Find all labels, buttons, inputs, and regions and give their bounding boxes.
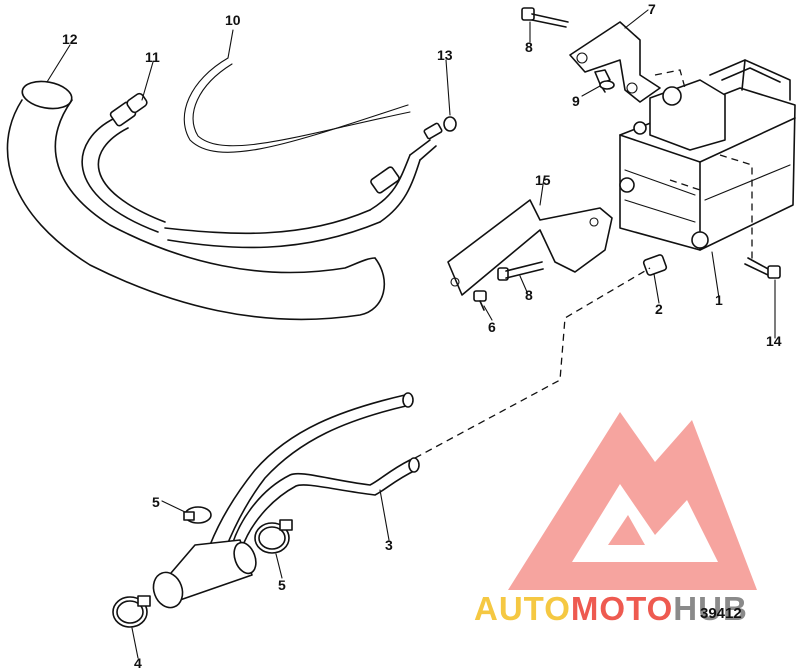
part-5-clamp-large: [254, 519, 293, 554]
dashed-connection-lines: [414, 69, 753, 459]
part-14-bolt: [744, 257, 781, 279]
callout-3: 3: [385, 537, 393, 553]
part-9-screw: [594, 69, 615, 93]
callout-6: 6: [488, 319, 496, 335]
part-15-bracket: [447, 199, 613, 296]
callout-5-small-clamp: 5: [152, 494, 160, 510]
callout-9: 9: [572, 93, 580, 109]
watermark-text-hub: HUB: [673, 590, 748, 627]
callout-10: 10: [225, 12, 241, 28]
callout-labels: 1 2 3 4 5 5 6 7 8 8 9 10 11 12 13 14 15: [62, 1, 782, 670]
callout-4: 4: [134, 655, 142, 670]
watermark-triangle-mark: [508, 412, 757, 590]
leader-lines: [46, 9, 776, 659]
callout-15: 15: [535, 172, 551, 188]
part-12-large-hose: [6, 80, 386, 321]
part-1-module-assembly: [619, 59, 796, 251]
callout-8-middle: 8: [525, 287, 533, 303]
svg-text:AUTOMOTOHUB: AUTOMOTOHUB: [474, 590, 748, 627]
part-11-hose-with-fitting: [81, 92, 443, 249]
watermark-text-auto: AUTO: [474, 590, 571, 627]
callout-14: 14: [766, 333, 782, 349]
figure-number: 39412: [700, 605, 742, 622]
callout-13: 13: [437, 47, 453, 63]
callout-2: 2: [655, 301, 663, 317]
part-6-screw: [473, 290, 487, 311]
callout-11: 11: [145, 49, 160, 65]
watermark-text-moto: MOTO: [571, 590, 673, 627]
part-10-thin-hose: [183, 57, 411, 153]
part-8-bolt-middle: [497, 261, 544, 281]
callout-5-large-clamp: 5: [278, 577, 286, 593]
callout-1: 1: [715, 292, 723, 308]
part-13-o-ring: [443, 116, 457, 132]
watermark-logo: AUTOMOTOHUB: [474, 412, 757, 627]
part-4-clamp: [112, 595, 151, 628]
part-2-fitting: [642, 254, 668, 276]
part-3-water-tube: [152, 392, 420, 609]
part-8-bolt-top: [521, 7, 569, 28]
callout-7: 7: [648, 1, 656, 17]
part-5-clamp-small: [183, 506, 212, 524]
callout-8-top: 8: [525, 39, 533, 55]
part-7-bracket: [569, 21, 661, 103]
callout-12: 12: [62, 31, 78, 47]
